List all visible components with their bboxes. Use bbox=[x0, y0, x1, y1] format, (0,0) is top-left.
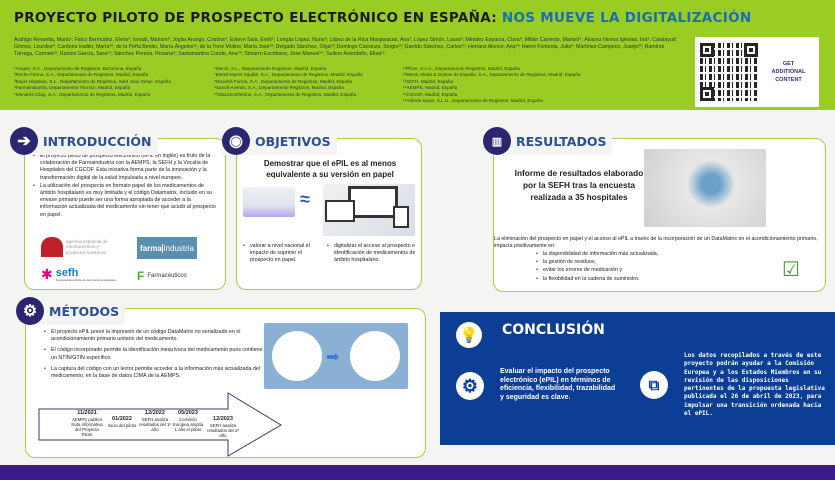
external-link-icon: ⧉ bbox=[640, 371, 668, 399]
affiliation: ¹⁵CGCOF, Madrid, España bbox=[403, 91, 458, 97]
arrow-right-icon: ➔ bbox=[10, 127, 38, 155]
gear-icon: ⚙ bbox=[456, 372, 484, 400]
bar-chart-icon: ▥ bbox=[483, 127, 511, 155]
resultados-bullet: evitar los errores de medicación y bbox=[534, 267, 754, 274]
affiliation: ¹⁰GlaxoSmithKline, S.A., Departamento de… bbox=[214, 91, 357, 97]
conclusion-title: CONCLUSIÓN bbox=[502, 322, 605, 338]
affiliation: ¹Amgen, S.A., Departamento de Registros,… bbox=[14, 66, 142, 71]
timeline-arrow bbox=[38, 392, 282, 457]
affiliation: ⁷Bristol-Myers Squibb, S.A., Departament… bbox=[214, 72, 363, 78]
resultados-box: Informe de resultados elaborado por la S… bbox=[493, 138, 826, 292]
paper-leaflet-image bbox=[243, 187, 295, 217]
section-title: OBJETIVOS bbox=[255, 133, 331, 149]
qr-code[interactable] bbox=[700, 43, 758, 101]
affiliations-col-1: ¹Amgen, S.A., Departamento de Registros,… bbox=[14, 66, 171, 98]
intro-bullet: La utilización del prospecto en formato … bbox=[31, 183, 216, 219]
affiliations-col-3: ¹¹Pfizer, S.L.U., Departamento Registros… bbox=[403, 66, 580, 104]
aemps-logo: agencia española de medicamentos y produ… bbox=[41, 237, 116, 257]
affiliation: ³Bayer Hispania, S.L., Departamento de R… bbox=[14, 78, 171, 84]
conclusion-left-text: Evaluar el impacto del prospecto electró… bbox=[500, 368, 616, 401]
metodos-header: ⚙ MÉTODOS bbox=[16, 297, 126, 325]
section-title: INTRODUCCIÓN bbox=[43, 133, 152, 149]
introduccion-header: ➔ INTRODUCCIÓN bbox=[10, 127, 158, 155]
affiliation: ¹⁶AbbVie Spain, S.L.U., Departamento de … bbox=[403, 98, 543, 104]
affiliation: ¹²Merck Sharp & Dohme de España, S.A., D… bbox=[403, 72, 581, 78]
devices-image bbox=[323, 184, 415, 236]
resultados-bullet: la flexibilidad en la cadena de suminist… bbox=[534, 276, 754, 283]
affiliation: ¹³SEFH, Madrid, España bbox=[403, 78, 454, 84]
conclusion-right-text: Los datos recopilados a través de este p… bbox=[684, 352, 825, 418]
objetivos-headline: Demostrar que el ePIL es al menos equiva… bbox=[263, 159, 397, 179]
doctors-photo bbox=[644, 149, 766, 227]
section-title: MÉTODOS bbox=[49, 303, 120, 319]
gears-icon: ⚙ bbox=[16, 297, 44, 325]
arrow-icon: ➡ bbox=[326, 349, 340, 366]
authors: Arahigo Revuelta, María¹; Falco Bermúdez… bbox=[14, 37, 676, 57]
affiliation: ¹⁴AEMPS, Madrid, España bbox=[403, 85, 458, 91]
metodos-bullet: El proyecto ePIL prevé la impresión de u… bbox=[42, 329, 267, 343]
resultados-bullet: la gestión de residuos, bbox=[534, 259, 754, 266]
poster-header: PROYECTO PILOTO DE PROSPECTO ELECTRÓNICO… bbox=[0, 0, 835, 110]
affiliation: ⁸Novartis Farma, S.A., Departamento de R… bbox=[214, 78, 353, 84]
target-icon: ◉ bbox=[222, 127, 250, 155]
poster-title: PROYECTO PILOTO DE PROSPECTO ELECTRÓNICO… bbox=[14, 10, 751, 26]
lightbulb-icon: 💡 bbox=[456, 322, 482, 348]
footer-bar bbox=[0, 465, 835, 480]
introduccion-box: El proyecto piloto de prospecto electrón… bbox=[24, 138, 226, 290]
affiliation: ⁴Farmaindustria, Departamento Técnico, M… bbox=[14, 85, 131, 91]
objetivos-box: Demostrar que el ePIL es al menos equiva… bbox=[236, 138, 422, 290]
resultados-header: ▥ RESULTADOS bbox=[483, 127, 613, 155]
intro-bullet: El proyecto piloto de prospecto electrón… bbox=[31, 153, 216, 182]
metodos-box: El proyecto ePIL prevé la impresión de u… bbox=[25, 308, 426, 458]
resultados-intro: La eliminación del prospecto en papel y … bbox=[494, 236, 818, 249]
conclusion-panel: 💡 CONCLUSIÓN ⚙ Evaluar el impacto del pr… bbox=[440, 312, 835, 445]
objetivos-header: ◉ OBJETIVOS bbox=[222, 127, 337, 155]
affiliation: ⁹Sanofi-Aventis, S.A., Departamento Regi… bbox=[214, 85, 344, 91]
affiliation: ⁶Merck, S.L., Departamento Registros, Ma… bbox=[214, 66, 327, 71]
checklist-icon: ☑ bbox=[782, 259, 800, 281]
metodos-bullet: El código incorporado permite la identif… bbox=[42, 347, 267, 361]
title-sub: NOS MUEVE LA DIGITALIZACIÓN bbox=[501, 10, 752, 26]
affiliation: ⁵Menarini-Cilag, S.A., Departamento de R… bbox=[14, 91, 151, 97]
resultados-headline: Informe de resultados elaborado por la S… bbox=[514, 168, 644, 202]
affiliation: ²Roche Farma, S.A., Departamento de Regi… bbox=[14, 72, 149, 78]
affiliations-col-2: ⁶Merck, S.L., Departamento Registros, Ma… bbox=[214, 66, 363, 98]
scanner-to-device-image: ➡ bbox=[264, 323, 408, 389]
resultados-bullet: la disponibilidad de información más act… bbox=[534, 251, 754, 258]
affiliation: ¹¹Pfizer, S.L.U., Departamento Registros… bbox=[403, 66, 520, 71]
section-title: RESULTADOS bbox=[516, 133, 607, 149]
objetivos-bullet: valorar a nivel nacional el impacto de s… bbox=[241, 243, 321, 265]
approx-symbol: ≈ bbox=[300, 189, 310, 209]
objetivos-bullet: digitalizar el acceso al prospecto e ide… bbox=[325, 243, 417, 265]
title-main: PROYECTO PILOTO DE PROSPECTO ELECTRÓNICO… bbox=[14, 10, 497, 26]
metodos-bullet: La captura del código con un lector perm… bbox=[42, 366, 267, 380]
